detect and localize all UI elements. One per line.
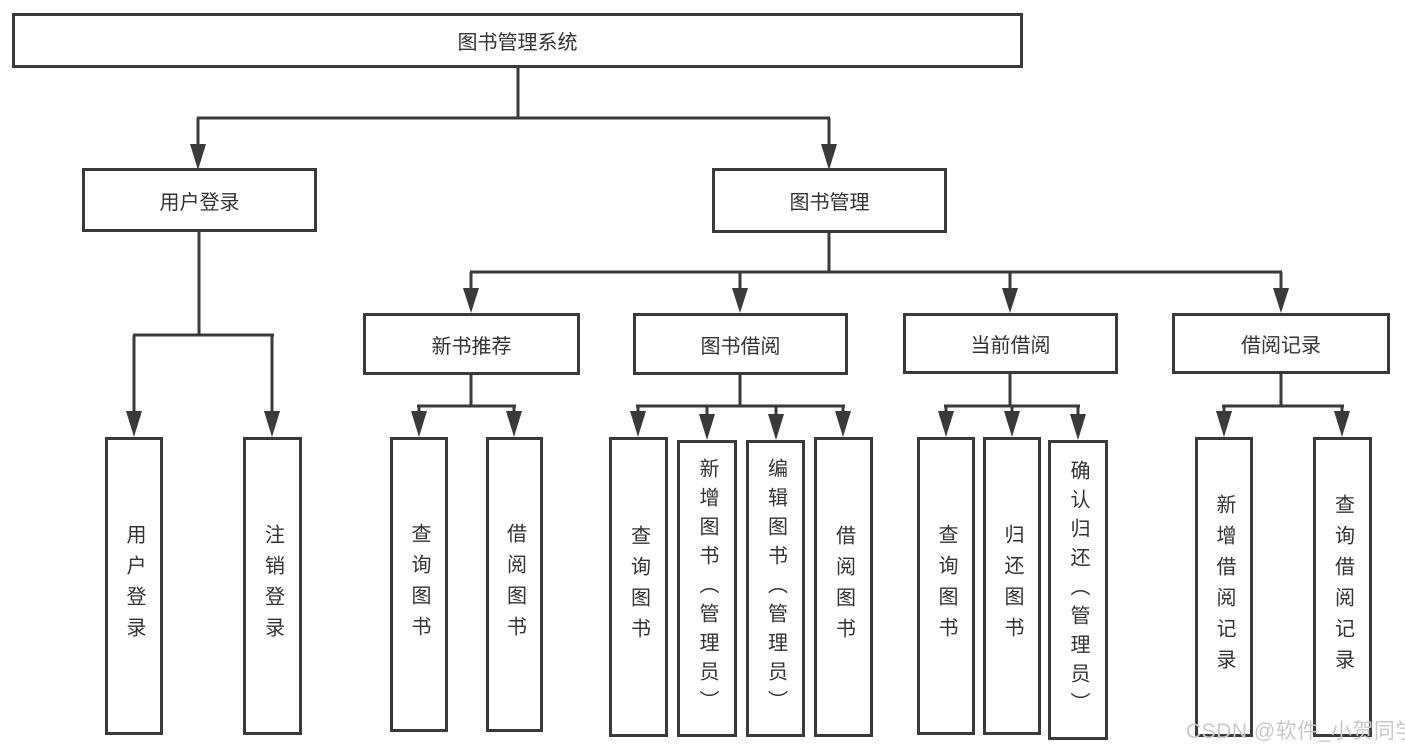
node-leaf-logout-label: 注销登录	[261, 524, 284, 648]
node-leaf-br-add-record: 新增借阅记录	[1195, 437, 1253, 737]
node-root-label: 图书管理系统	[457, 32, 578, 54]
node-user-login-label: 用户登录	[159, 191, 240, 214]
arrowhead	[264, 411, 280, 437]
node-borrow-record-label: 借阅记录	[1241, 335, 1321, 357]
node-new-book-rec: 新书推荐	[363, 313, 580, 375]
arrowhead	[1002, 288, 1018, 313]
node-leaf-cb-return-book-label: 归还图书	[1001, 524, 1023, 648]
node-current-borrow-label: 当前借阅	[970, 335, 1051, 357]
node-book-mgmt: 图书管理	[712, 168, 947, 233]
node-current-borrow: 当前借阅	[903, 313, 1118, 374]
node-leaf-rec-borrow-book: 借阅图书	[486, 437, 543, 732]
arrowhead	[768, 414, 784, 440]
node-leaf-br-query-record: 查询借阅记录	[1313, 437, 1372, 737]
node-leaf-bb-query-book: 查询图书	[609, 437, 668, 737]
node-book-borrow-label: 图书借阅	[700, 335, 781, 358]
node-leaf-rec-borrow-book-label: 借阅图书	[503, 522, 526, 647]
arrowhead	[190, 144, 206, 170]
node-leaf-cb-query-book: 查询图书	[917, 437, 975, 735]
node-leaf-cb-return-book: 归还图书	[983, 437, 1041, 735]
arrowhead	[411, 411, 427, 437]
arrowhead	[835, 411, 851, 437]
node-user-login: 用户登录	[82, 168, 317, 232]
arrowhead	[1004, 411, 1020, 437]
arrowhead	[126, 411, 142, 437]
node-leaf-rec-query-book: 查询图书	[390, 437, 448, 732]
node-leaf-cb-query-book-label: 查询图书	[935, 524, 957, 648]
node-leaf-br-query-record-label: 查询借阅记录	[1331, 494, 1354, 680]
node-leaf-cb-confirm-return: 确认归还（管理员）	[1048, 440, 1108, 740]
node-borrow-record: 借阅记录	[1172, 313, 1390, 374]
node-leaf-user-login-label: 用户登录	[123, 524, 145, 648]
arrowhead	[1216, 411, 1232, 437]
node-leaf-bb-query-book-label: 查询图书	[627, 525, 650, 649]
node-leaf-cb-confirm-return-label: 确认归还（管理员）	[1067, 459, 1089, 721]
arrowhead	[938, 411, 954, 437]
arrowhead	[1273, 288, 1289, 313]
watermark: CSDN @软件_小贺同学	[1186, 720, 1405, 743]
node-root: 图书管理系统	[12, 13, 1023, 68]
node-leaf-logout: 注销登录	[243, 437, 302, 735]
node-book-mgmt-label: 图书管理	[789, 192, 870, 214]
node-new-book-rec-label: 新书推荐	[431, 335, 512, 358]
node-leaf-user-login: 用户登录	[105, 437, 163, 735]
arrowhead	[506, 411, 522, 437]
node-leaf-rec-query-book-label: 查询图书	[408, 522, 430, 647]
node-leaf-bb-borrow-book-label: 借阅图书	[832, 525, 855, 649]
arrowhead	[732, 288, 748, 313]
arrowhead	[699, 414, 715, 440]
node-leaf-bb-borrow-book: 借阅图书	[814, 437, 873, 737]
node-book-borrow: 图书借阅	[633, 313, 848, 375]
node-leaf-br-add-record-label: 新增借阅记录	[1213, 494, 1235, 680]
node-leaf-bb-add-book: 新增图书（管理员）	[677, 440, 737, 737]
arrowhead	[1334, 411, 1350, 437]
node-leaf-bb-add-book-label: 新增图书（管理员）	[696, 458, 718, 719]
node-leaf-bb-edit-book: 编辑图书（管理员）	[746, 440, 805, 737]
arrowhead	[1070, 414, 1086, 440]
arrowhead	[821, 144, 837, 170]
node-leaf-bb-edit-book-label: 编辑图书（管理员）	[764, 458, 787, 719]
arrowhead	[630, 411, 646, 437]
arrowhead	[463, 288, 479, 313]
